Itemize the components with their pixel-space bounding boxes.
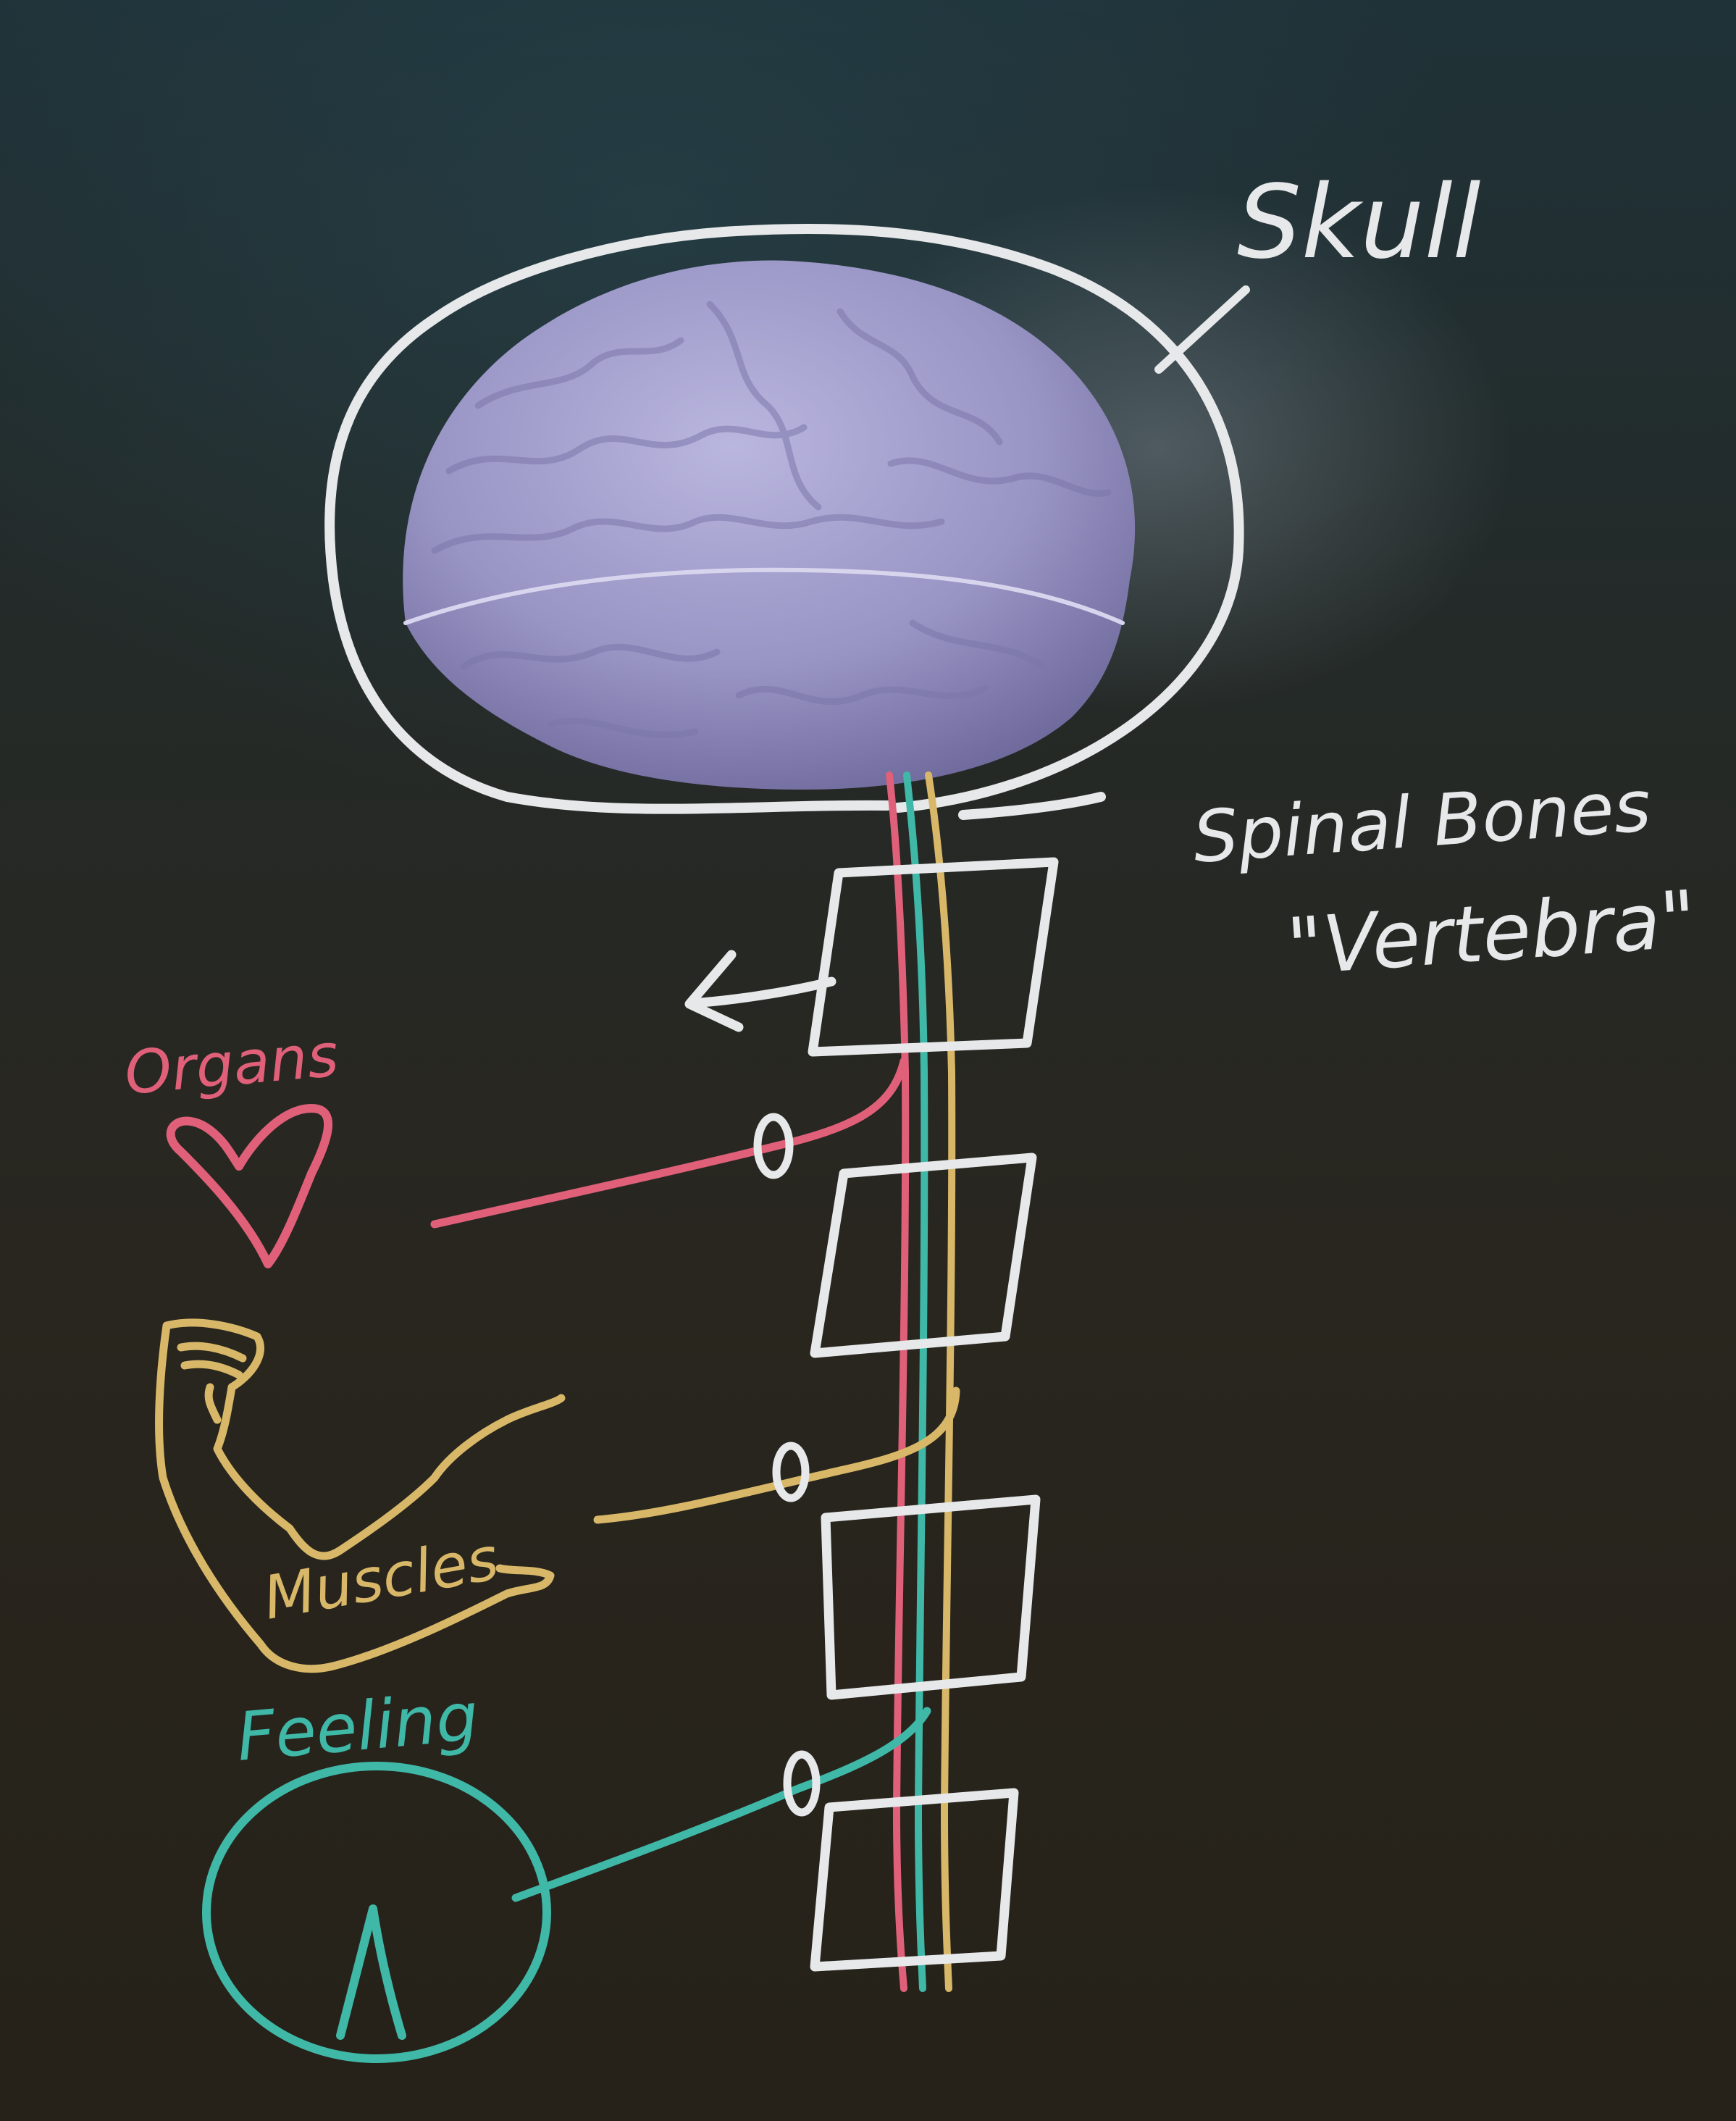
- heart-icon: [166, 1104, 333, 1268]
- vertebrae: [808, 857, 1059, 1972]
- skull-leader-line: [1154, 285, 1250, 374]
- gauge-icon: [202, 1762, 551, 2063]
- skull-label: Skull: [1237, 164, 1481, 282]
- spinal-cord: [886, 771, 956, 1992]
- skull-neck-gap: [958, 792, 1106, 820]
- vertebra-2: [810, 1152, 1037, 1358]
- organs-nerve: [430, 1057, 908, 1229]
- organs-label: Organs: [122, 1021, 340, 1108]
- skull-outline: [324, 223, 1244, 814]
- vertebra-4: [810, 1788, 1019, 1972]
- feeling-label: Feeling: [234, 1678, 482, 1776]
- feeling-nerve: [511, 1707, 931, 1902]
- left-arrow-icon: [684, 950, 836, 1032]
- vertebra-label: "Vertebra": [1284, 874, 1699, 993]
- muscles-nerve: [593, 1386, 960, 1524]
- brain: [403, 260, 1136, 790]
- organs-ganglion: [753, 1113, 794, 1179]
- vertebra-3: [821, 1494, 1041, 1700]
- spinal-bones-label: Spinal Bones: [1191, 765, 1653, 879]
- flexed-arm-icon: [155, 1318, 566, 1673]
- feeling-ganglion: [783, 1750, 821, 1817]
- muscles-ganglion: [772, 1442, 810, 1502]
- vertebra-1: [808, 857, 1059, 1057]
